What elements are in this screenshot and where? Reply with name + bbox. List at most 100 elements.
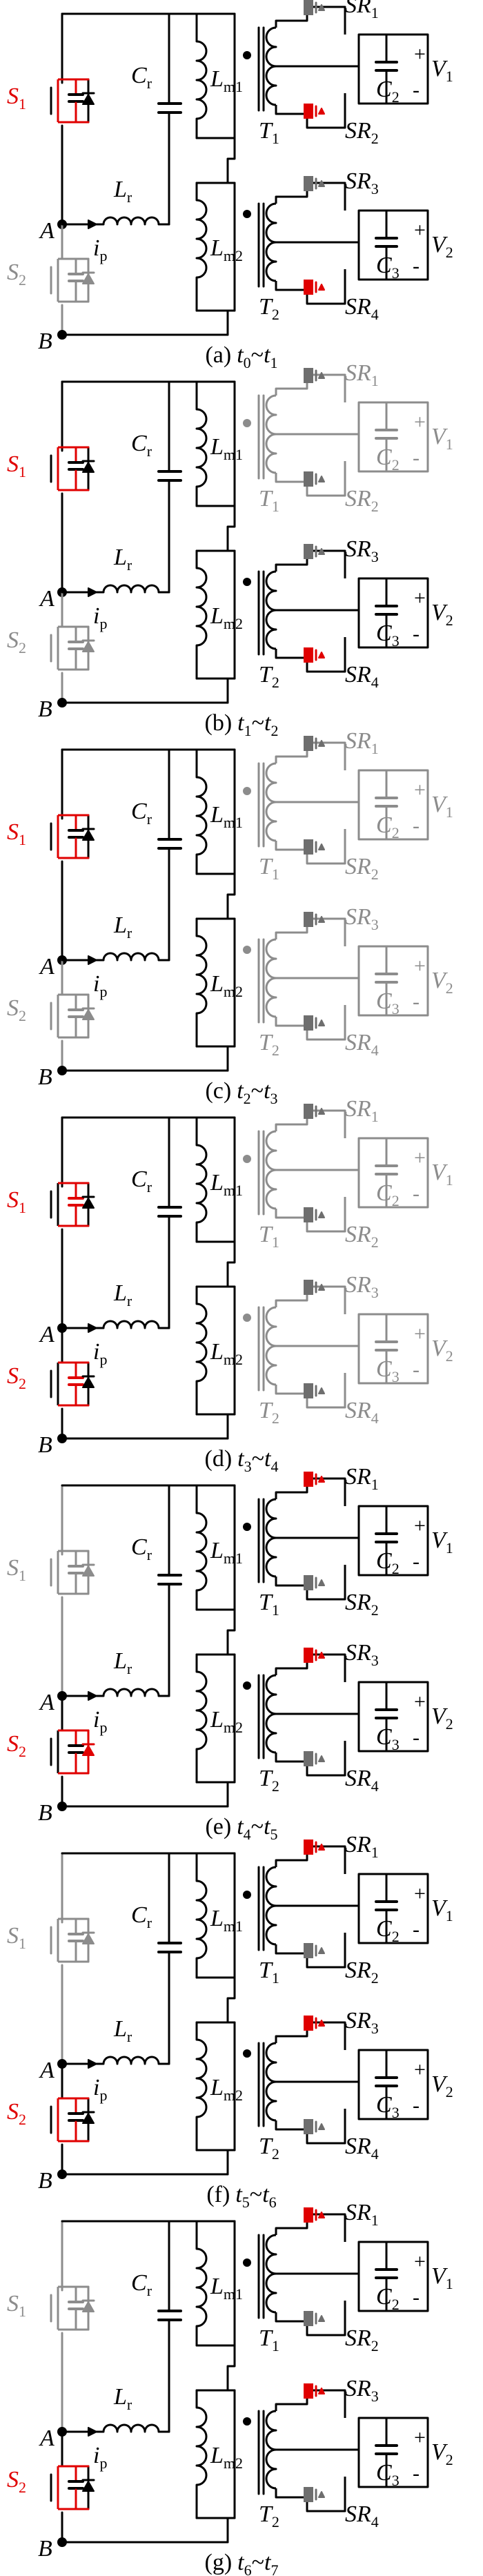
label-s2-main: S: [7, 1363, 19, 1389]
label-s2-sub: 2: [19, 2111, 26, 2128]
inductor-lm1: [195, 776, 208, 856]
label-ip-main: i: [93, 1339, 99, 1365]
label-sr2: SR2: [345, 118, 379, 147]
label-v2-plus: +: [414, 2058, 426, 2081]
label-sr1-main: SR: [345, 1832, 371, 1857]
sr4: [304, 1015, 325, 1031]
sr2-body: [304, 471, 313, 487]
label-v1: V1: [431, 1528, 453, 1557]
sr3-diode: [318, 916, 325, 923]
label-s2: S2: [7, 1731, 26, 1760]
sr2-body: [304, 104, 313, 119]
caption-6-part-3: t: [262, 2182, 270, 2207]
label-node-a: A: [39, 2426, 55, 2451]
label-ip-main: i: [93, 2075, 99, 2100]
label-sr2-main: SR: [345, 118, 371, 144]
label-v2-plus: +: [414, 2426, 426, 2449]
label-cr: Cr: [131, 1902, 152, 1931]
sr3-body: [304, 176, 313, 191]
sr4: [304, 2119, 325, 2134]
label-sr1: SR1: [345, 1832, 379, 1861]
label-transformer-t1: T1: [259, 1590, 279, 1619]
c3-wire: [276, 577, 429, 649]
label-lm1: Lm1: [210, 1906, 243, 1935]
label-s2-sub: 2: [19, 1375, 26, 1392]
c2-wire: [276, 1137, 429, 1209]
label-ip-sub: p: [99, 983, 107, 1000]
label-sr1-main: SR: [345, 0, 371, 18]
label-cr-main: C: [131, 799, 147, 824]
dot-t1-primary: [243, 1523, 251, 1531]
label-transformer-t1-main: T: [259, 486, 273, 511]
label-v1: V1: [431, 792, 453, 821]
label-v1-plus: +: [414, 411, 426, 433]
transformer-t1-secondary: [265, 394, 277, 474]
sr2-body: [304, 839, 313, 855]
label-node-a: A: [39, 1690, 55, 1715]
label-transformer-t1-main: T: [259, 1958, 273, 1983]
label-sr2-main: SR: [345, 1958, 371, 1983]
sr2-wire: [275, 93, 346, 129]
sr4-diode: [318, 2491, 325, 2498]
label-lm2: Lm2: [210, 1339, 243, 1368]
caption-2-part-3-sub: 2: [270, 722, 278, 739]
label-cr-sub: r: [147, 2282, 152, 2299]
label-ip-main: i: [93, 2443, 99, 2468]
label-transformer-t2-sub: 2: [272, 1042, 279, 1059]
label-v2-plus: +: [414, 587, 426, 609]
label-lm1-sub: m1: [224, 2285, 243, 2303]
label-v2-sub: 2: [446, 1347, 453, 1365]
label-sr1-sub: 1: [371, 1476, 379, 1493]
transformer-t1-secondary: [265, 1130, 277, 1210]
label-sr3-sub: 3: [371, 180, 379, 197]
label-sr3: SR3: [345, 2008, 379, 2037]
sr1: [304, 1472, 325, 1487]
label-lm2-main: L: [210, 2443, 224, 2468]
label-lr: Lr: [113, 545, 132, 574]
sr3-body: [304, 912, 313, 927]
label-sr1-sub: 1: [371, 740, 379, 757]
inductor-lr: [102, 2056, 160, 2065]
transformer-t2-secondary: [265, 1674, 277, 1754]
label-s1-main: S: [7, 1555, 19, 1581]
label-ip-main: i: [93, 235, 99, 261]
switch-s1: [50, 1182, 95, 1227]
label-node-b: B: [38, 696, 52, 722]
switch-s2: [50, 257, 95, 303]
label-lm1-sub: m1: [224, 446, 243, 463]
caption-4-part-0: (d): [205, 1446, 233, 1472]
label-transformer-t2-main: T: [259, 2501, 273, 2527]
inductor-lr: [102, 216, 160, 226]
label-lm2-sub: m2: [224, 615, 243, 632]
c2-wire: [276, 769, 429, 841]
label-v2-minus: -: [413, 991, 420, 1013]
caption-7-part-1: t: [237, 2550, 245, 2575]
label-v1-sub: 1: [446, 1539, 453, 1557]
label-c3-main: C: [376, 2460, 392, 2486]
label-transformer-t1: T1: [259, 1222, 279, 1251]
label-sr3-main: SR: [345, 2008, 371, 2033]
c3-wire: [276, 209, 429, 281]
label-sr1-main: SR: [345, 1464, 371, 1490]
label-cr-sub: r: [147, 810, 152, 828]
sr4-diode: [318, 1755, 325, 1762]
caption-2-part-2: ~: [252, 710, 264, 736]
sr3: [304, 2383, 325, 2399]
dot-t2-primary: [243, 578, 251, 586]
sr4: [304, 1383, 325, 1398]
caption-6-part-0: (f): [206, 2182, 230, 2207]
label-cr-sub: r: [147, 442, 152, 460]
sr4-wire: [275, 637, 346, 673]
switch-s2: [50, 2465, 95, 2510]
label-v1-plus: +: [414, 43, 426, 66]
sr2-diode: [318, 2315, 325, 2322]
label-sr2-main: SR: [345, 2325, 371, 2351]
label-v1-plus: +: [414, 779, 426, 801]
caption-1-part-1-sub: 0: [244, 354, 251, 371]
label-sr1-main: SR: [345, 728, 371, 754]
c3-wire: [276, 1681, 429, 1753]
label-s1-main: S: [7, 84, 19, 109]
caption-panel-6: (f)t5~t6: [206, 2182, 276, 2211]
label-s1-main: S: [7, 451, 19, 477]
